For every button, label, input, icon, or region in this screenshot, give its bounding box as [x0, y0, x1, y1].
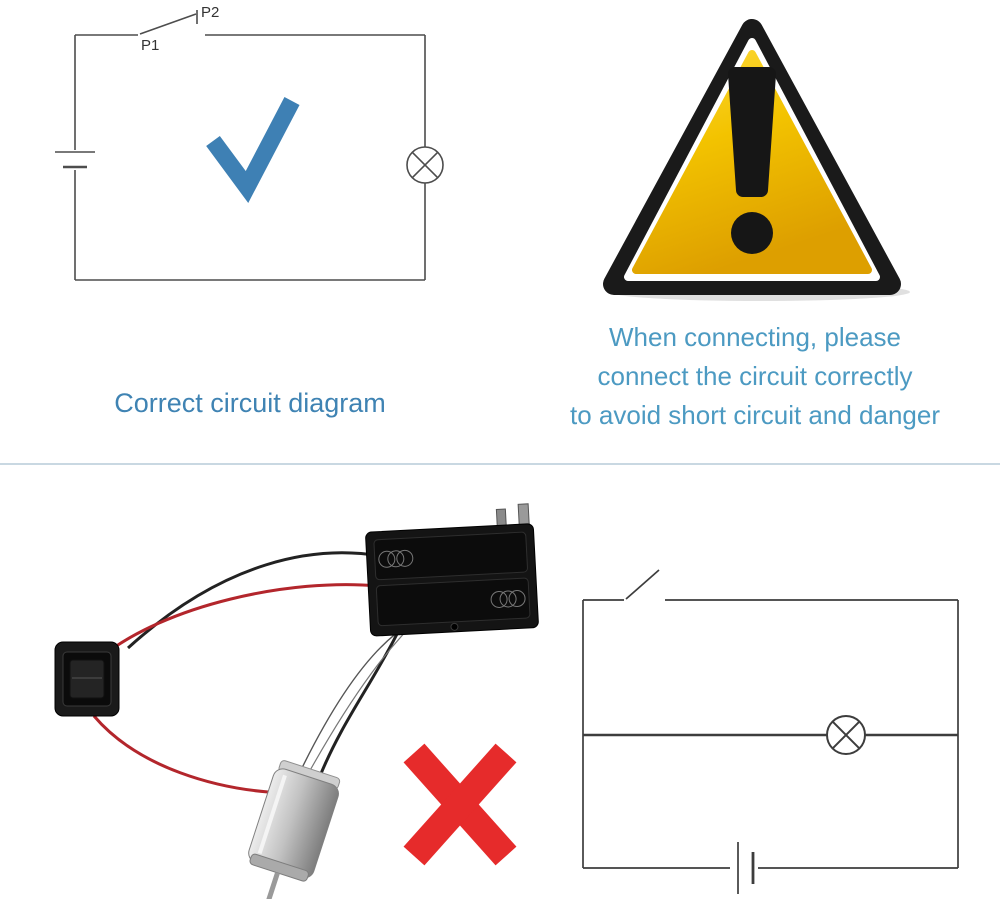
battery-slot — [375, 577, 531, 627]
thin-motor-wire — [299, 631, 399, 773]
battery-spring — [490, 590, 526, 608]
switch-icon — [139, 13, 197, 35]
lamp-icon — [406, 146, 444, 184]
battery-spring — [378, 549, 414, 568]
switch-terminal-label-p1: P1 — [141, 37, 160, 54]
screw-hole — [450, 622, 459, 631]
wrong-circuit-diagram — [582, 569, 959, 894]
motor-highlight — [257, 774, 287, 855]
wiring-photo — [54, 503, 539, 899]
checkmark-icon — [206, 97, 300, 203]
warning-line-1: When connecting, please — [609, 322, 901, 352]
battery-holder — [365, 503, 539, 637]
warning-triangle-icon — [603, 19, 910, 301]
switch-icon — [625, 569, 660, 600]
warning-line-2: connect the circuit correctly — [597, 361, 913, 391]
red-wire — [92, 715, 269, 794]
lamp-icon — [826, 715, 866, 755]
exclamation-bar — [728, 67, 776, 197]
black-wire — [318, 631, 400, 777]
lamp-cross — [411, 151, 439, 179]
warning-line-3: to avoid short circuit and danger — [570, 400, 940, 430]
motor-shaft — [266, 872, 280, 899]
black-wire — [126, 551, 381, 650]
correct-circuit-diagram — [55, 10, 444, 281]
battery-slot — [373, 531, 528, 581]
warning-message: When connecting, please connect the circ… — [530, 318, 980, 435]
cross-icon — [403, 743, 517, 866]
red-wire — [99, 583, 379, 660]
switch-terminal-label-p2: P2 — [201, 4, 220, 21]
section-divider — [0, 463, 1000, 465]
exclamation-dot — [731, 212, 773, 254]
lamp-cross — [831, 720, 861, 750]
correct-diagram-caption: Correct circuit diagram — [114, 388, 386, 418]
dc-motor — [248, 760, 341, 899]
thin-motor-wire — [307, 611, 426, 775]
rocker-switch — [54, 641, 120, 717]
